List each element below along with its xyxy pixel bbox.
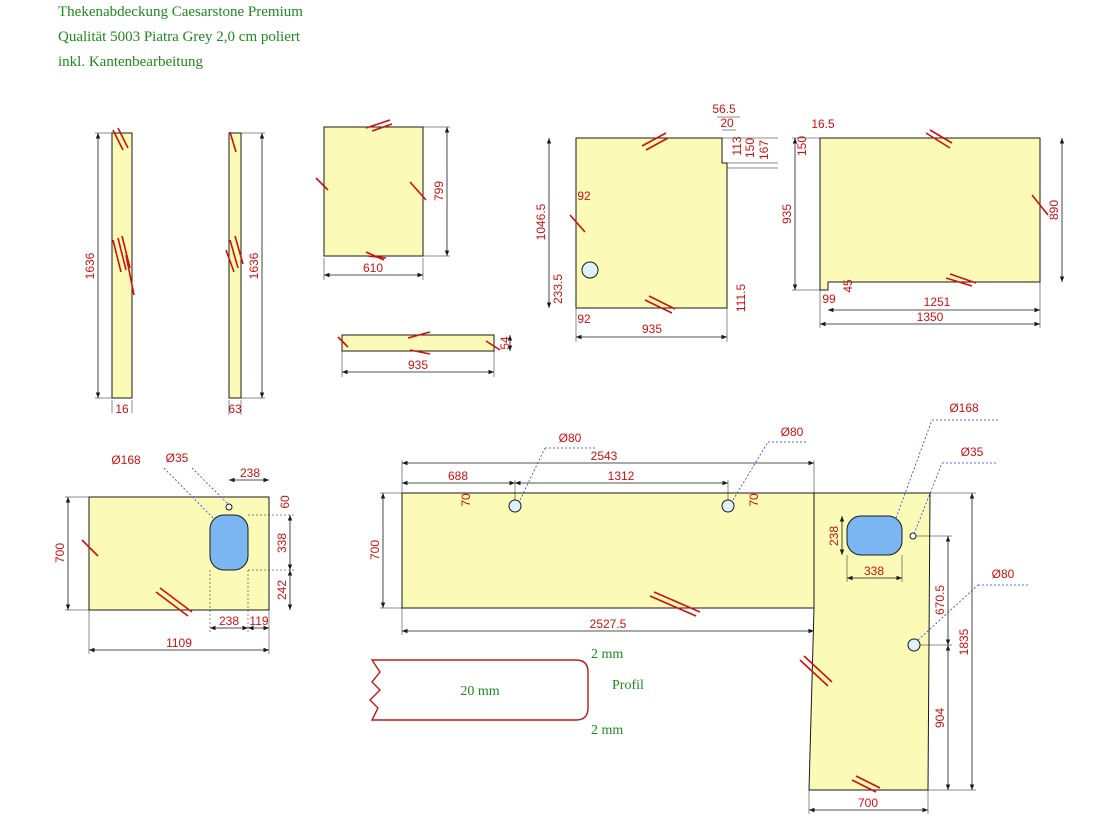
strip-right-width: 63: [228, 402, 242, 416]
profile-bottom-edge: 2 mm: [591, 723, 623, 738]
sink-panel-height: 700: [53, 543, 67, 563]
main-top-hole-spacing: 1312: [608, 469, 635, 483]
panel-cutout-notch-a: 113: [730, 136, 744, 155]
leg-width: 700: [858, 796, 878, 810]
leg-sink-width: 338: [864, 564, 884, 578]
panel-cutout-width: 935: [642, 322, 662, 336]
part-main-top: 2543 688 1312 Ø80 Ø80 70 70 700 2527.5: [368, 425, 815, 635]
sink-width: 238: [219, 614, 239, 628]
leg-sink-height: 238: [827, 526, 841, 546]
panel-right-top-off: 16.5: [811, 117, 835, 131]
panel-cutout-bottom-right: 111.5: [734, 284, 748, 313]
main-top-left-off: 688: [448, 469, 468, 483]
part-panel-cutout: 935 1046.5 92 233.5 92 111.5 56.5 20 113…: [534, 102, 778, 342]
sink-top-gap: 238: [240, 466, 260, 480]
panel-cutout-height: 1046.5: [534, 203, 548, 240]
panel-right-corner: 150: [795, 136, 809, 156]
drawing-title-line-3: inkl. Kantenbearbeitung: [58, 54, 203, 70]
main-top-length-bottom: 2527.5: [590, 617, 627, 631]
drawing-title-line-2: Qualität 5003 Piatra Grey 2,0 cm poliert: [58, 29, 301, 45]
leg-hole-diameter: Ø80: [992, 567, 1015, 581]
part-panel-thin: 935 54: [337, 331, 513, 377]
sink-cutout: [209, 514, 249, 571]
part-sink-panel: 1109 700 Ø168 Ø35 238 60 338 242 238 119: [53, 451, 294, 654]
main-top-depth: 700: [368, 540, 382, 560]
panel-cutout-outline: [575, 137, 728, 309]
sink-panel-width: 1109: [166, 636, 192, 650]
main-top-hole-dia-a: Ø80: [559, 431, 582, 445]
tap-hole: [225, 503, 233, 511]
panel-thin-height: 54: [498, 336, 512, 350]
panel-small-height: 799: [432, 181, 446, 201]
sink-right-gap: 119: [249, 614, 268, 628]
main-top-outline: [401, 492, 815, 609]
leg-total-height: 1835: [957, 628, 971, 655]
main-top-length-top: 2543: [591, 449, 618, 463]
strip-left-length: 1636: [83, 252, 97, 279]
panel-right-bottom-w: 1251: [924, 295, 951, 309]
main-top-hole-a: [508, 499, 522, 513]
panel-cutout-hole-pos: 233.5: [551, 274, 565, 304]
panel-cutout-notch-b: 150: [743, 138, 757, 158]
strip-left-outline: [111, 132, 133, 399]
profile-shape: [369, 659, 589, 721]
sink-diameter: Ø168: [111, 453, 141, 467]
strip-right-outline: [228, 132, 242, 399]
panel-cutout-hole-off-bottom: 92: [577, 312, 591, 326]
panel-thin-width: 935: [408, 358, 428, 372]
strip-right-length: 1636: [247, 252, 261, 279]
panel-cutout-top-off: 56.5: [712, 102, 736, 116]
cut-mark-group: [112, 127, 135, 296]
part-leg: Ø168 Ø35 Ø80 238 338 670.5 904 1835 700: [799, 401, 1030, 814]
leg-sink-cutout: [846, 515, 903, 556]
part-strip-right: 1636 63: [225, 131, 265, 416]
panel-right-small-h: 45: [841, 279, 855, 293]
tap-diameter: Ø35: [166, 451, 189, 465]
leg-tap-hole: [909, 532, 917, 540]
main-top-hole-y-a: 70: [459, 493, 473, 507]
sink-bottom-gap: 242: [275, 580, 289, 600]
panel-right-right-h: 890: [1047, 200, 1061, 220]
strip-left-width: 16: [115, 402, 129, 416]
sink-top-off: 60: [278, 495, 292, 509]
profile-thickness: 20 mm: [460, 684, 499, 699]
panel-cutout-notch-w: 20: [720, 116, 734, 130]
leg-sink-diameter: Ø168: [949, 401, 979, 415]
edge-profile-detail: 20 mm Profil 2 mm 2 mm: [369, 647, 644, 738]
part-panel-small: 610 799: [315, 119, 450, 280]
part-strip-left: 1636 16: [83, 127, 135, 416]
main-top-hole-b: [721, 499, 735, 513]
panel-thin-outline: [341, 334, 495, 352]
main-top-hole-dia-b: Ø80: [781, 425, 804, 439]
panel-right-full-w: 1350: [917, 310, 944, 324]
part-panel-right: 890 935 1251 1350 16.5 150 99 45: [780, 117, 1065, 328]
leg-hole-from-bottom: 904: [933, 708, 947, 728]
panel-right-small-w: 99: [822, 292, 836, 306]
leg-outline: [808, 492, 931, 791]
panel-cutout-hole: [581, 261, 599, 279]
drawing-title-line-1: Thekenabdeckung Caesarstone Premium: [58, 4, 303, 20]
sink-height: 338: [275, 533, 289, 553]
leg-tap-diameter: Ø35: [961, 445, 984, 459]
panel-cutout-notch-c: 167: [757, 140, 771, 160]
panel-right-outline: [819, 137, 1041, 291]
panel-small-width: 610: [363, 261, 383, 275]
leg-hole-pos: 670.5: [933, 585, 947, 615]
panel-cutout-hole-off: 92: [577, 189, 591, 203]
leg-hole: [907, 638, 921, 652]
panel-small-outline: [323, 126, 424, 257]
profile-label: Profil: [612, 678, 644, 693]
profile-top-edge: 2 mm: [591, 647, 623, 662]
main-top-hole-y-b: 70: [747, 493, 761, 507]
panel-right-height: 935: [780, 204, 794, 224]
